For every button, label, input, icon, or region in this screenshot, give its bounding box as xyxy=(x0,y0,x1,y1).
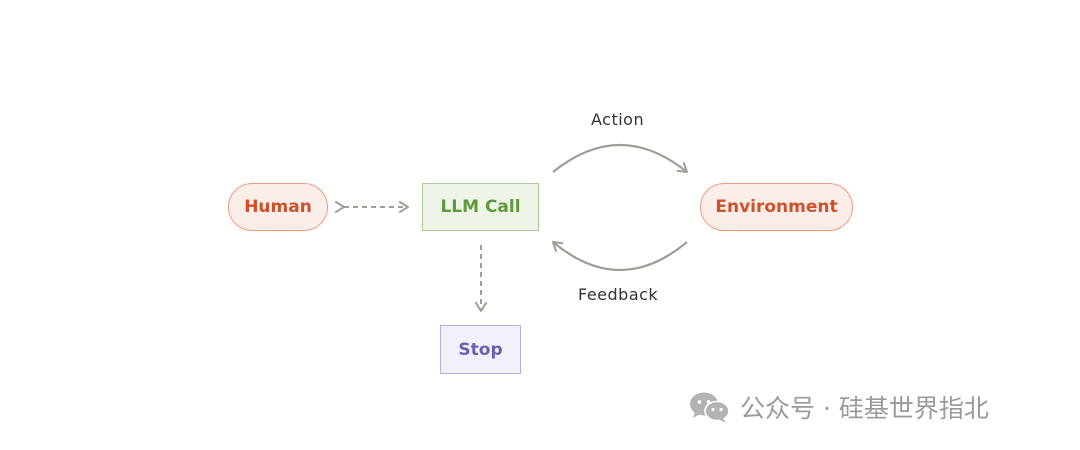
llm-call-node: LLM Call xyxy=(422,183,539,231)
stop-node: Stop xyxy=(440,325,521,374)
environment-node: Environment xyxy=(700,183,853,231)
human-label: Human xyxy=(244,197,312,217)
feedback-label: Feedback xyxy=(578,285,659,304)
environment-label: Environment xyxy=(715,197,838,217)
wechat-icon xyxy=(690,392,730,423)
human-node: Human xyxy=(228,183,328,231)
feedback-arrow xyxy=(552,241,688,271)
watermark-text: 公众号 · 硅基世界指北 xyxy=(740,394,989,423)
action-label: Action xyxy=(591,110,645,129)
watermark: 公众号 · 硅基世界指北 xyxy=(688,390,989,424)
stop-label: Stop xyxy=(458,339,503,360)
action-arrow xyxy=(552,144,688,173)
llm-call-label: LLM Call xyxy=(440,197,521,217)
